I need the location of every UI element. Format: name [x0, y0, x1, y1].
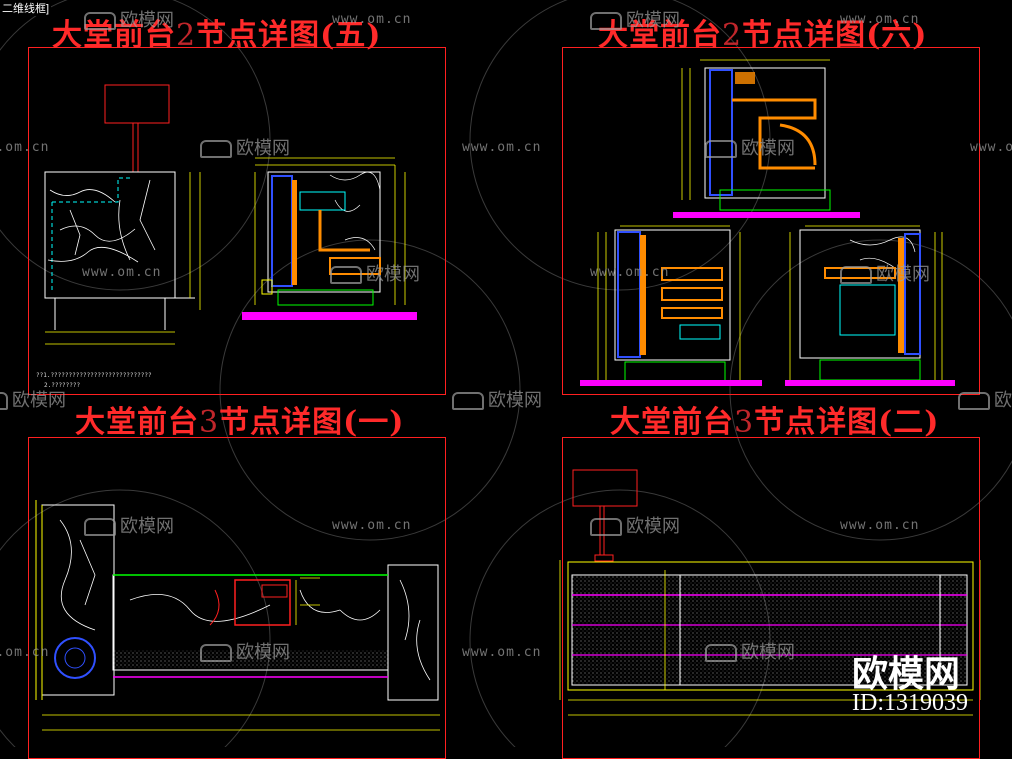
sofa-icon [452, 392, 484, 410]
title-text: 节点详图(六) [742, 18, 928, 53]
watermark-site: www.om.cn [840, 518, 920, 533]
watermark-logo-text: 欧模网 [366, 264, 420, 285]
watermark-logo-text: 欧模网 [120, 10, 174, 31]
sofa-icon [84, 518, 116, 536]
brand-watermark: 欧模网 [852, 654, 961, 695]
watermark-logo-text: 欧模网 [741, 642, 795, 663]
watermark-logo: 欧模网 [84, 512, 174, 538]
watermark-site: www.om.cn [462, 645, 542, 660]
drawing-note-1: ??1.???????????????????????????? [36, 372, 152, 379]
title-text: 大堂前台 [610, 405, 734, 440]
title-text: 大堂前台 [52, 18, 176, 53]
title-number: 3 [199, 405, 220, 440]
watermark-site: www.om.cn [970, 140, 1012, 155]
watermark-site: www.om.cn [462, 140, 542, 155]
sheet3-elevation [35, 500, 440, 731]
title-number: 2 [722, 18, 743, 53]
sofa-icon [705, 140, 737, 158]
watermark-logo-text: 欧模网 [12, 390, 66, 411]
drawing-note-2: 2.???????? [44, 382, 81, 389]
watermark-site: www.om.cn [590, 265, 670, 280]
watermark-logo: 欧模网 [958, 386, 1012, 412]
sheet-title-2: 大堂前台2节点详图(六) [598, 10, 927, 54]
sofa-icon [0, 392, 8, 410]
sofa-icon [200, 644, 232, 662]
watermark-site: www.om.cn [332, 12, 412, 27]
sheet-frame-2 [562, 47, 980, 395]
watermark-logo-text: 欧模网 [236, 642, 290, 663]
sofa-icon [330, 266, 362, 284]
watermark-logo-text: 欧模网 [741, 138, 795, 159]
title-text: 节点详图(五) [196, 18, 382, 53]
watermark-logo: 欧模网 [0, 386, 66, 412]
sheet1-section [242, 157, 417, 320]
watermark-logo-text: 欧模网 [120, 516, 174, 537]
watermark-logo-text: 欧模网 [626, 10, 680, 31]
watermark-logo-text: 欧模网 [236, 138, 290, 159]
sheet-frame-3 [28, 437, 446, 759]
sofa-icon [705, 644, 737, 662]
title-text: 节点详图(一) [219, 405, 405, 440]
sheet1-elevation [44, 84, 201, 345]
sheet2-section-top [673, 59, 860, 218]
sofa-icon [590, 12, 622, 30]
sheet-frame-1 [28, 47, 446, 395]
watermark-site: www.om.cn [0, 140, 50, 155]
watermark-logo: 欧模网 [200, 134, 290, 160]
watermark-site: www.om.cn [0, 645, 50, 660]
title-text: 节点详图(二) [754, 405, 940, 440]
watermark-logo-text: 欧模网 [876, 264, 930, 285]
title-number: 2 [176, 18, 197, 53]
watermark-site: www.om.cn [82, 265, 162, 280]
model-id: ID:1319039 [852, 690, 968, 716]
sofa-icon [84, 12, 116, 30]
sheet-title-3: 大堂前台3节点详图(一) [75, 397, 404, 441]
watermark-logo-text: 欧模网 [994, 390, 1012, 411]
sofa-icon [590, 518, 622, 536]
title-text: 大堂前台 [598, 18, 722, 53]
watermark-logo: 欧模网 [590, 6, 680, 32]
sofa-icon [200, 140, 232, 158]
sheet2-section-left [580, 225, 762, 386]
watermark-logo-text: 欧模网 [626, 516, 680, 537]
watermark-logo: 欧模网 [200, 638, 290, 664]
watermark-logo: 欧模网 [705, 134, 795, 160]
watermark-logo: 欧模网 [840, 260, 930, 286]
viewport-mode-label[interactable]: 二维线框] [0, 0, 52, 16]
watermark-logo: 欧模网 [590, 512, 680, 538]
watermark-logo: 欧模网 [330, 260, 420, 286]
title-number: 3 [734, 405, 755, 440]
watermark-site: www.om.cn [840, 12, 920, 27]
watermark-logo: 欧模网 [452, 386, 542, 412]
sofa-icon [840, 266, 872, 284]
sheet4-elevation [559, 469, 981, 716]
sofa-icon [958, 392, 990, 410]
watermark-site: www.om.cn [332, 518, 412, 533]
sheet2-section-right [785, 225, 955, 386]
watermark-logo: 欧模网 [705, 638, 795, 664]
title-text: 大堂前台 [75, 405, 199, 440]
watermark-logo: 欧模网 [84, 6, 174, 32]
sheet-title-1: 大堂前台2节点详图(五) [52, 10, 381, 54]
watermark-logo-text: 欧模网 [488, 390, 542, 411]
sheet-title-4: 大堂前台3节点详图(二) [610, 397, 939, 441]
